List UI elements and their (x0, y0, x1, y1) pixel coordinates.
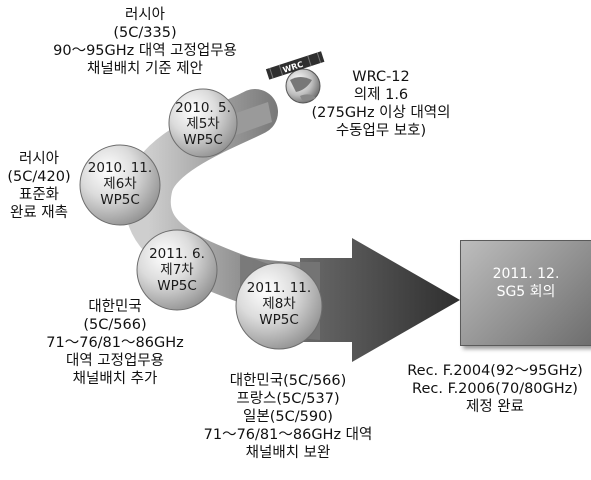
note-line: 채널배치 추가 (72, 371, 158, 387)
stage-circle-8 (235, 262, 323, 350)
stage-meeting: 제7차 (160, 262, 194, 278)
progress-arrow (300, 238, 460, 362)
stage-meeting: 제5차 (186, 116, 220, 132)
stage-group: WP5C (259, 312, 299, 328)
note-line: 러시아 (18, 151, 60, 167)
note-line: (5C/335) (113, 25, 177, 41)
stage-meeting: 제6차 (103, 176, 137, 192)
note-line: 71～76/81～86GHz 대역 (203, 427, 373, 443)
note-line: 채널배치 기준 제안 (87, 61, 203, 77)
note-line: 90～95GHz 대역 고정업무용 (53, 43, 237, 59)
note-line: 표준화 (18, 187, 60, 203)
stage-label-5: 2010. 5. 제5차 WP5C (170, 100, 236, 148)
note-line: Rec. F.2004(92～95GHz) (407, 363, 583, 379)
stage-meeting: 제8차 (262, 296, 296, 312)
sg5-date: 2011. 12. (492, 266, 560, 282)
note-recommendations: Rec. F.2004(92～95GHz) Rec. F.2006(70/80G… (400, 362, 590, 416)
note-line: (5C/420) (7, 169, 71, 185)
note-line: 일본(5C/590) (243, 409, 333, 425)
note-line: 러시아 (124, 7, 166, 23)
note-line: 채널배치 보완 (245, 445, 331, 461)
note-line: 프랑스(5C/537) (236, 391, 340, 407)
note-line: 완료 재촉 (10, 205, 68, 221)
note-line: (5C/566) (83, 317, 147, 333)
stage-circle-7 (136, 229, 218, 311)
note-line: 제정 완료 (466, 399, 524, 415)
stage-label-7: 2011. 6. 제7차 WP5C (137, 246, 217, 294)
stage-date: 2010. 11. (87, 160, 153, 176)
stage-date: 2011. 11. (246, 280, 312, 296)
stage-group: WP5C (157, 278, 197, 294)
note-wrc: WRC-12 의제 1.6 (275GHz 이상 대역의 수동업무 보호) (276, 68, 486, 140)
note-line: 의제 1.6 (353, 87, 409, 103)
note-line: (275GHz 이상 대역의 (311, 105, 451, 121)
note-russia-420: 러시아 (5C/420) 표준화 완료 재촉 (2, 150, 76, 222)
note-line: Rec. F.2006(70/80GHz) (412, 381, 578, 397)
note-line: 대한민국 (88, 299, 142, 315)
note-line: 71～76/81～86GHz (46, 335, 184, 351)
stage-date: 2011. 6. (149, 246, 205, 262)
satellite-globe-icon: WRC (265, 51, 325, 104)
stage-circle-6 (79, 144, 161, 226)
note-line: 대역 고정업무용 (66, 353, 164, 369)
stage-circle-5 (168, 88, 238, 158)
stage-group: WP5C (183, 132, 223, 148)
sg5-meeting-box: 2011. 12. SG5 회의 (460, 240, 591, 346)
note-line: 대한민국(5C/566) (229, 373, 347, 389)
stage-date: 2010. 5. (175, 100, 231, 116)
stage-group: WP5C (100, 192, 140, 208)
note-joint-proposal: 대한민국(5C/566) 프랑스(5C/537) 일본(5C/590) 71～7… (178, 372, 398, 462)
sg5-title: SG5 회의 (496, 284, 556, 300)
stage-label-6: 2010. 11. 제6차 WP5C (80, 160, 160, 208)
stage-label-8: 2011. 11. 제8차 WP5C (236, 280, 322, 328)
note-russia-335: 러시아 (5C/335) 90～95GHz 대역 고정업무용 채널배치 기준 제… (20, 6, 270, 78)
note-line: WRC-12 (352, 69, 410, 85)
note-line: 수동업무 보호) (335, 123, 427, 139)
note-korea-566: 대한민국 (5C/566) 71～76/81～86GHz 대역 고정업무용 채널… (20, 298, 210, 388)
